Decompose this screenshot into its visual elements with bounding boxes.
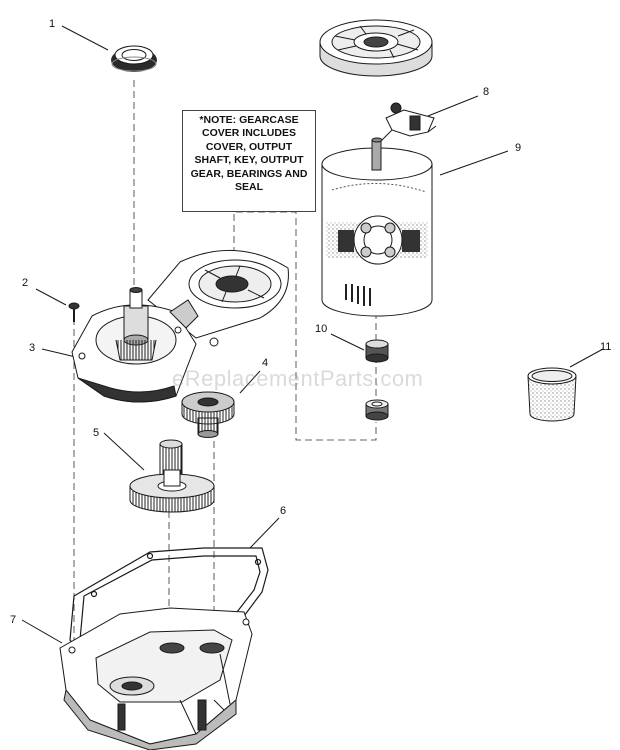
- note-line-3: COVER, OUTPUT: [205, 140, 293, 153]
- part-9-motor: [321, 137, 433, 317]
- leader-8: [427, 95, 479, 117]
- leader-4: [239, 370, 261, 394]
- part-2-screw: [68, 302, 80, 322]
- callout-8: 8: [483, 86, 490, 98]
- watermark: eReplacementParts.com: [172, 366, 424, 391]
- callout-3: 3: [29, 342, 36, 354]
- leader-11: [569, 348, 604, 368]
- part-5-output-gear: [129, 439, 215, 513]
- callout-7: 7: [10, 614, 17, 626]
- part-7-gearcase-base: [59, 607, 253, 750]
- callout-1: 1: [49, 18, 56, 30]
- callout-9: 9: [515, 142, 522, 154]
- note-line-6: SEAL: [234, 181, 263, 194]
- part-10-bearings: [365, 339, 389, 421]
- note-line-4: SHAFT, KEY, OUTPUT: [194, 154, 304, 167]
- part-1-seal: [111, 45, 157, 72]
- callout-11: 11: [600, 341, 612, 353]
- part-3-gearcase: [71, 287, 199, 403]
- note-line-5: GEAR, BEARINGS AND: [190, 167, 308, 180]
- part-8-brush-assembly: [381, 102, 437, 141]
- gearcase-note: *NOTE: GEARCASE COVER INCLUDES COVER, OU…: [182, 110, 316, 212]
- callout-10: 10: [315, 323, 328, 335]
- leader-9: [439, 150, 509, 176]
- leader-7: [21, 619, 63, 644]
- leader-2: [35, 288, 67, 306]
- note-line-1: *NOTE: GEARCASE: [199, 114, 299, 126]
- leader-6: [249, 517, 280, 549]
- leader-5: [103, 432, 145, 471]
- leader-10: [330, 333, 365, 351]
- callout-6: 6: [280, 505, 287, 517]
- callout-5: 5: [93, 427, 100, 439]
- note-line-2: COVER INCLUDES: [202, 127, 296, 140]
- end-plate: [319, 19, 433, 77]
- callout-2: 2: [22, 277, 29, 289]
- part-11-filter: [527, 367, 577, 422]
- leader-lines: [21, 25, 604, 644]
- callout-4: 4: [262, 357, 269, 369]
- part-4-gear: [181, 391, 235, 438]
- leader-1: [61, 25, 109, 51]
